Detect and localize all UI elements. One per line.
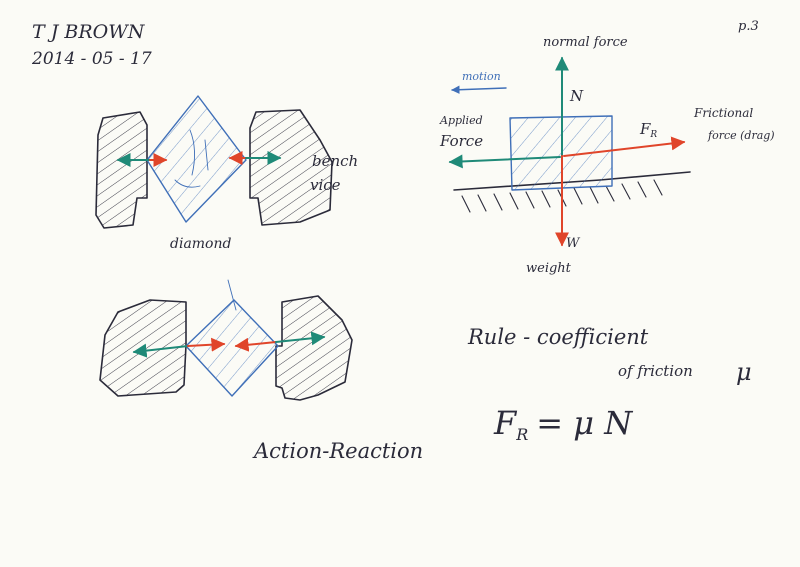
applied-force-arrow [448, 154, 561, 169]
vice-label-line1: bench [312, 152, 358, 170]
motion-arrow [451, 85, 507, 94]
frictional-force-label-line2: force (drag) [707, 129, 775, 142]
normal-symbol: N [569, 87, 584, 105]
vice-label-line2: vice [310, 176, 341, 194]
diamond-label: diamond [170, 236, 232, 252]
frictional-force-label-line1: Frictional [693, 106, 753, 120]
diamond-outline [146, 95, 247, 223]
reaction-arrow-right-2 [275, 331, 326, 346]
normal-force-label: normal force [543, 35, 628, 50]
friction-diagram: normal force N motion Applied Force FR F… [439, 35, 775, 276]
applied-force-label-line2: Force [439, 132, 483, 150]
friction-force-arrow [563, 136, 686, 157]
rule-line1: Rule - coefficient [467, 325, 649, 349]
page-number: p.3 [738, 19, 759, 34]
action-arrow-left-2 [187, 337, 226, 352]
weight-symbol: W [566, 236, 581, 251]
friction-rule: Rule - coefficient of friction μ FR= μ N [467, 325, 752, 444]
date-label: 2014 - 05 - 17 [31, 49, 152, 69]
diamond-tip-line [227, 279, 237, 311]
rule-line2: of friction [618, 362, 693, 380]
applied-force-label-line1: Applied [439, 114, 483, 127]
friction-symbol: FR [639, 120, 657, 140]
reaction-arrow-left-2 [132, 343, 189, 358]
vice-right-jaw [249, 109, 333, 226]
vice-left-jaw [95, 111, 148, 229]
vice-diagram: bench vice diamond [95, 95, 358, 252]
mu-symbol: μ [736, 358, 752, 386]
action-reaction-diagram: Action-Reaction [99, 279, 423, 463]
diamond-facets [174, 129, 209, 188]
friction-formula: FR= μ N [493, 404, 633, 444]
motion-label: motion [462, 70, 501, 83]
author-name: T J BROWN [32, 21, 146, 43]
vice-right-jaw-2 [275, 295, 353, 401]
action-reaction-caption: Action-Reaction [252, 439, 423, 463]
action-arrow-right-2 [234, 337, 277, 352]
diamond-outline-2 [185, 299, 279, 397]
ground-hatching [461, 179, 663, 213]
weight-label: weight [526, 261, 572, 276]
